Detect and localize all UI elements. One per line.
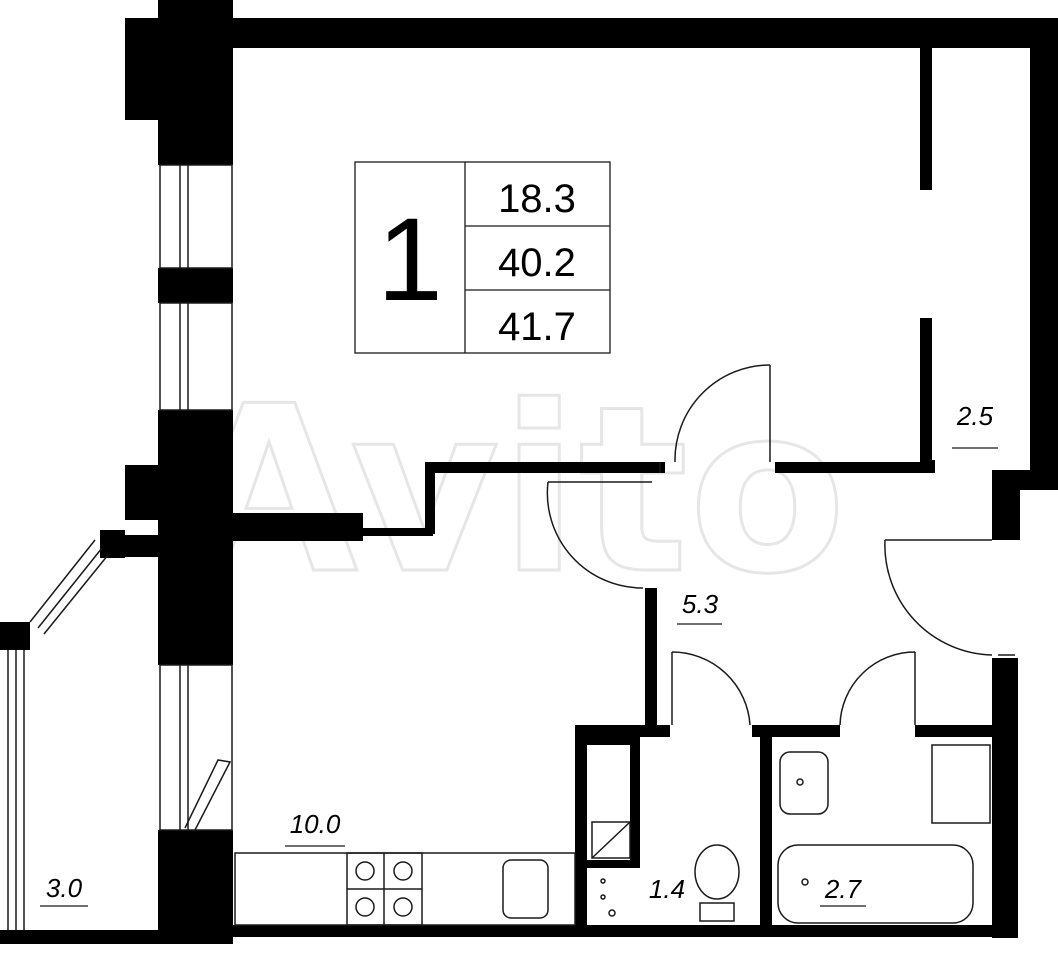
total-area: 41.7 [498, 305, 576, 349]
rooms-count: 1 [377, 194, 443, 326]
area-without-balcony: 40.2 [498, 241, 576, 285]
watermark-text: Avito [180, 358, 847, 625]
toilet-area-label: 1.4 [649, 874, 685, 904]
balcony-area-label: 3.0 [46, 873, 83, 903]
bathroom-area-label: 2.7 [824, 874, 863, 904]
kitchen-area-label: 10.0 [290, 809, 341, 839]
room-labels: 2.5 5.3 10.0 3.0 1.4 2.7 [40, 401, 998, 907]
closet-area-label: 2.5 [956, 401, 994, 431]
doors [546, 364, 1015, 726]
living-area: 18.3 [498, 177, 576, 221]
windows [7, 164, 233, 930]
hallway-area-label: 5.3 [682, 589, 719, 619]
fixtures [234, 744, 991, 926]
info-table: 1 18.3 40.2 41.7 [354, 161, 611, 354]
